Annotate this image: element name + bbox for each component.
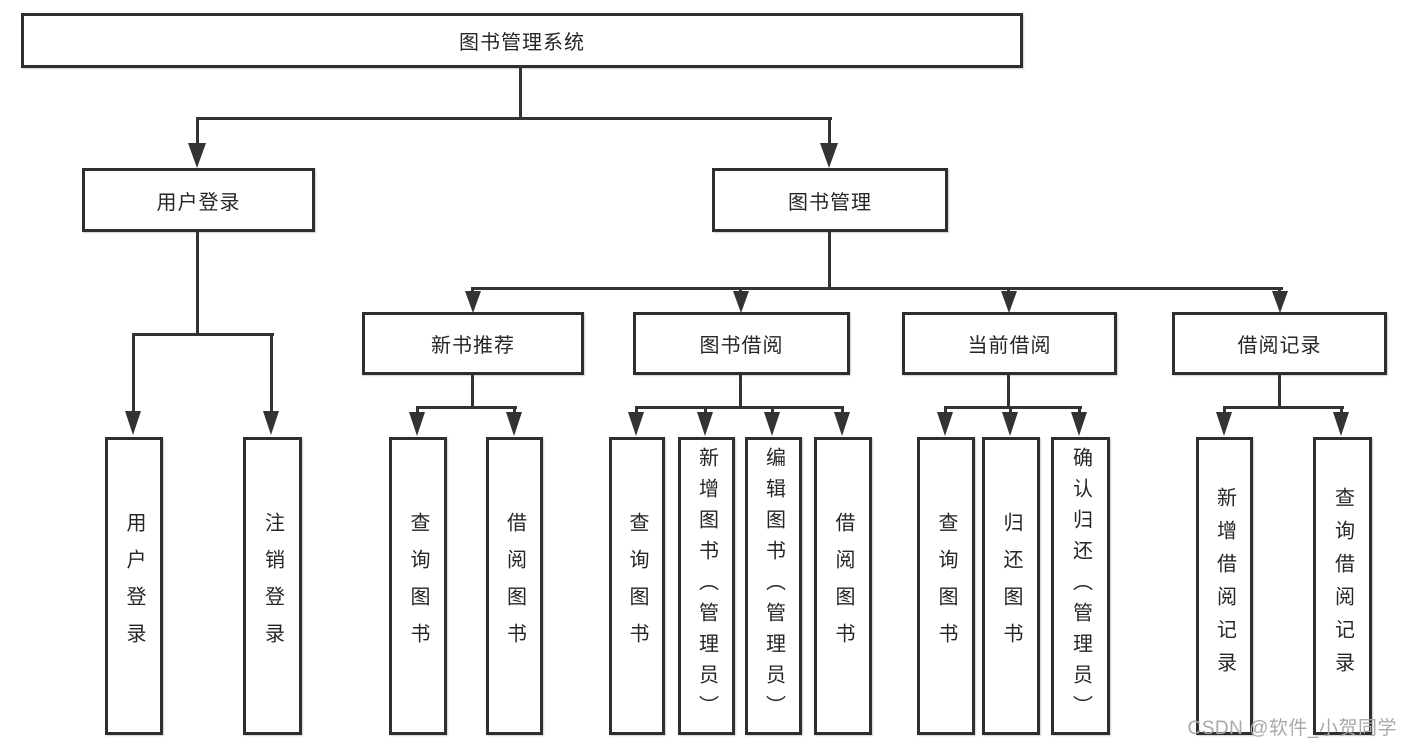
arrowhead-down-icon bbox=[628, 412, 644, 436]
leaf-confirm-return-admin: 确认归还（管理员） bbox=[1051, 437, 1110, 735]
leaf-user-login-label: 用户登录 bbox=[123, 512, 145, 660]
arrowhead-down-icon bbox=[1216, 412, 1232, 436]
connector-line bbox=[828, 232, 831, 290]
leaf-borrow-books-label: 借阅图书 bbox=[832, 512, 854, 660]
connector-line bbox=[1278, 375, 1281, 409]
connector-line bbox=[132, 333, 274, 336]
leaf-return-books: 归还图书 bbox=[982, 437, 1040, 735]
leaf-recommend-query-books: 查询图书 bbox=[389, 437, 447, 735]
leaf-add-book-admin: 新增图书（管理员） bbox=[678, 437, 735, 735]
arrowhead-down-icon bbox=[1272, 291, 1288, 313]
connector-line bbox=[739, 375, 742, 409]
leaf-borrow-query-books: 查询图书 bbox=[609, 437, 665, 735]
node-user-login: 用户登录 bbox=[82, 168, 315, 232]
connector-line bbox=[196, 232, 199, 336]
leaf-add-borrow-record: 新增借阅记录 bbox=[1196, 437, 1253, 735]
arrowhead-down-icon bbox=[1333, 412, 1349, 436]
leaf-return-books-label: 归还图书 bbox=[1000, 512, 1022, 660]
leaf-query-borrow-record: 查询借阅记录 bbox=[1313, 437, 1372, 735]
leaf-recommend-query-books-label: 查询图书 bbox=[407, 512, 429, 660]
arrowhead-down-icon bbox=[1071, 412, 1087, 436]
leaf-add-book-admin-label: 新增图书（管理员） bbox=[695, 446, 718, 726]
leaf-current-query-books-label: 查询图书 bbox=[935, 512, 957, 660]
arrowhead-down-icon bbox=[263, 411, 279, 435]
leaf-edit-book-admin-label: 编辑图书（管理员） bbox=[762, 446, 785, 726]
leaf-user-login: 用户登录 bbox=[105, 437, 163, 735]
leaf-recommend-borrow-books: 借阅图书 bbox=[486, 437, 543, 735]
connector-line bbox=[196, 117, 199, 147]
leaf-borrow-query-books-label: 查询图书 bbox=[626, 512, 648, 660]
leaf-current-query-books: 查询图书 bbox=[917, 437, 975, 735]
leaf-logout-label: 注销登录 bbox=[261, 512, 284, 660]
arrowhead-down-icon bbox=[125, 411, 141, 435]
node-current-borrow: 当前借阅 bbox=[902, 312, 1117, 375]
node-borrow-records: 借阅记录 bbox=[1172, 312, 1387, 375]
connector-line bbox=[828, 117, 831, 147]
connector-line bbox=[416, 406, 517, 409]
leaf-recommend-borrow-books-label: 借阅图书 bbox=[503, 512, 526, 660]
arrowhead-down-icon bbox=[188, 143, 206, 168]
connector-line bbox=[1007, 375, 1010, 409]
arrowhead-down-icon bbox=[820, 143, 838, 168]
connector-line bbox=[1223, 406, 1344, 409]
arrowhead-down-icon bbox=[764, 412, 780, 436]
leaf-borrow-books: 借阅图书 bbox=[814, 437, 872, 735]
leaf-confirm-return-admin-label: 确认归还（管理员） bbox=[1069, 446, 1092, 726]
node-root: 图书管理系统 bbox=[21, 13, 1023, 68]
connector-line bbox=[471, 287, 1283, 290]
node-book-management: 图书管理 bbox=[712, 168, 948, 232]
arrowhead-down-icon bbox=[409, 412, 425, 436]
leaf-add-borrow-record-label: 新增借阅记录 bbox=[1213, 487, 1236, 685]
node-book-borrow-label: 图书借阅 bbox=[699, 335, 784, 357]
node-new-book-recommend: 新书推荐 bbox=[362, 312, 584, 375]
arrowhead-down-icon bbox=[697, 412, 713, 436]
connector-line bbox=[270, 333, 273, 413]
leaf-logout: 注销登录 bbox=[243, 437, 302, 735]
node-book-management-label: 图书管理 bbox=[788, 191, 872, 214]
connector-line bbox=[132, 333, 135, 413]
leaf-edit-book-admin: 编辑图书（管理员） bbox=[745, 437, 802, 735]
node-new-book-recommend-label: 新书推荐 bbox=[431, 335, 515, 357]
node-user-login-label: 用户登录 bbox=[156, 191, 241, 214]
node-root-label: 图书管理系统 bbox=[459, 32, 585, 54]
connector-line bbox=[635, 406, 844, 409]
arrowhead-down-icon bbox=[834, 412, 850, 436]
arrowhead-down-icon bbox=[1001, 291, 1017, 313]
connector-line bbox=[471, 375, 474, 409]
node-current-borrow-label: 当前借阅 bbox=[967, 335, 1052, 357]
node-borrow-records-label: 借阅记录 bbox=[1237, 335, 1322, 357]
arrowhead-down-icon bbox=[1002, 412, 1018, 436]
arrowhead-down-icon bbox=[465, 291, 481, 313]
connector-line bbox=[519, 66, 522, 119]
connector-line bbox=[196, 117, 832, 120]
arrowhead-down-icon bbox=[937, 412, 953, 436]
arrowhead-down-icon bbox=[506, 412, 522, 436]
arrowhead-down-icon bbox=[733, 291, 749, 313]
node-book-borrow: 图书借阅 bbox=[633, 312, 850, 375]
leaf-query-borrow-record-label: 查询借阅记录 bbox=[1331, 487, 1354, 685]
connector-line bbox=[944, 406, 1082, 409]
